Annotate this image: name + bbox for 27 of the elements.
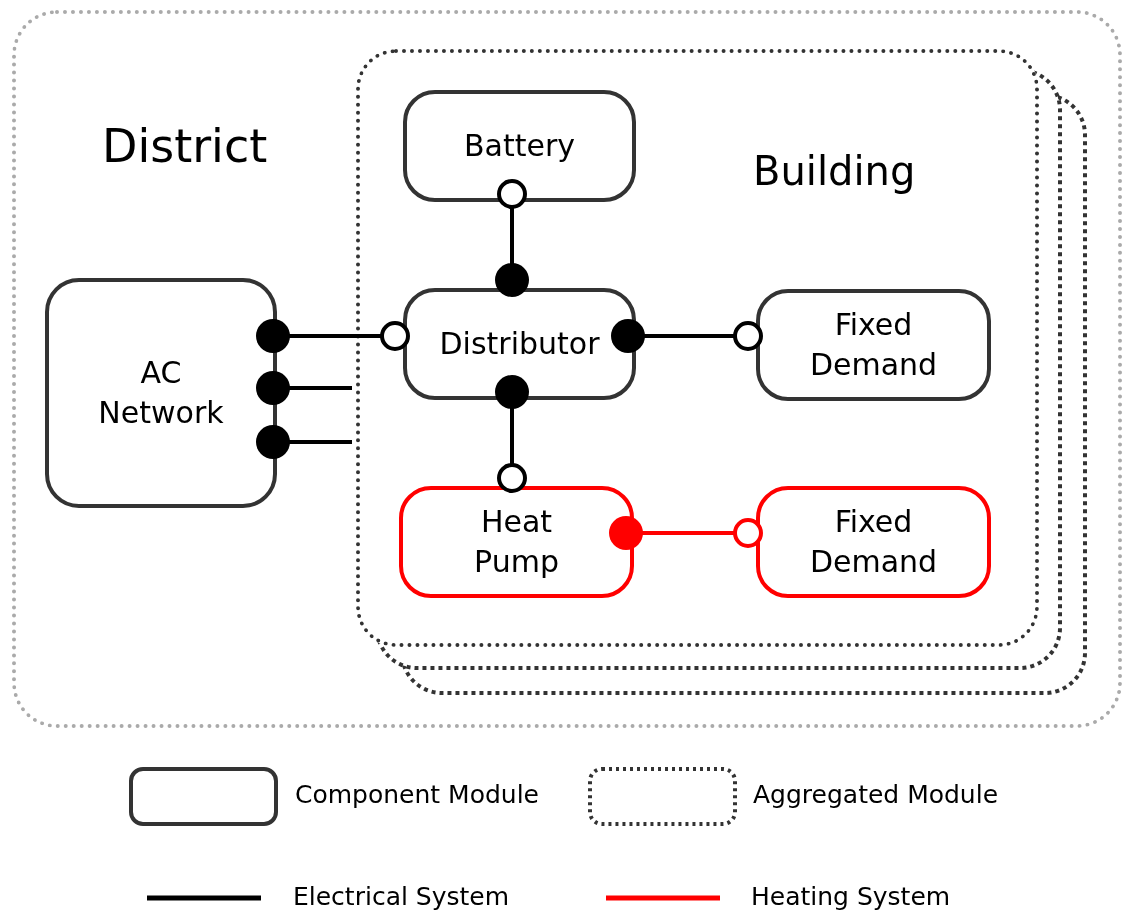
- connector: [256, 319, 410, 353]
- component-box: [403, 288, 636, 400]
- connector: [611, 319, 763, 353]
- connector: [256, 371, 352, 405]
- legend-label: Aggregated Module: [753, 780, 999, 809]
- component-box: [756, 289, 991, 401]
- connector: [256, 425, 352, 459]
- component-label: Fixed Demand: [808, 503, 939, 581]
- heating-component-box: [399, 486, 634, 598]
- component-label: Distributor: [439, 325, 600, 363]
- module-title: District: [102, 119, 268, 173]
- legend-label: Heating System: [751, 882, 951, 911]
- component-label: Fixed Demand: [808, 306, 939, 384]
- connector: [495, 179, 529, 297]
- building-module: [356, 49, 1039, 647]
- module-title: Building: [753, 148, 916, 194]
- component-label: Battery: [463, 127, 575, 165]
- legend-label: Electrical System: [293, 882, 510, 911]
- connector: [495, 375, 529, 493]
- district-module: [12, 10, 1122, 728]
- component-box: [45, 278, 277, 508]
- legend-label: Component Module: [295, 780, 539, 809]
- component-label: Heat Pump: [473, 503, 560, 581]
- component-box: [403, 90, 636, 202]
- connector: [609, 516, 763, 550]
- component-label: AC Network: [97, 354, 225, 432]
- heating-component-box: [756, 486, 991, 598]
